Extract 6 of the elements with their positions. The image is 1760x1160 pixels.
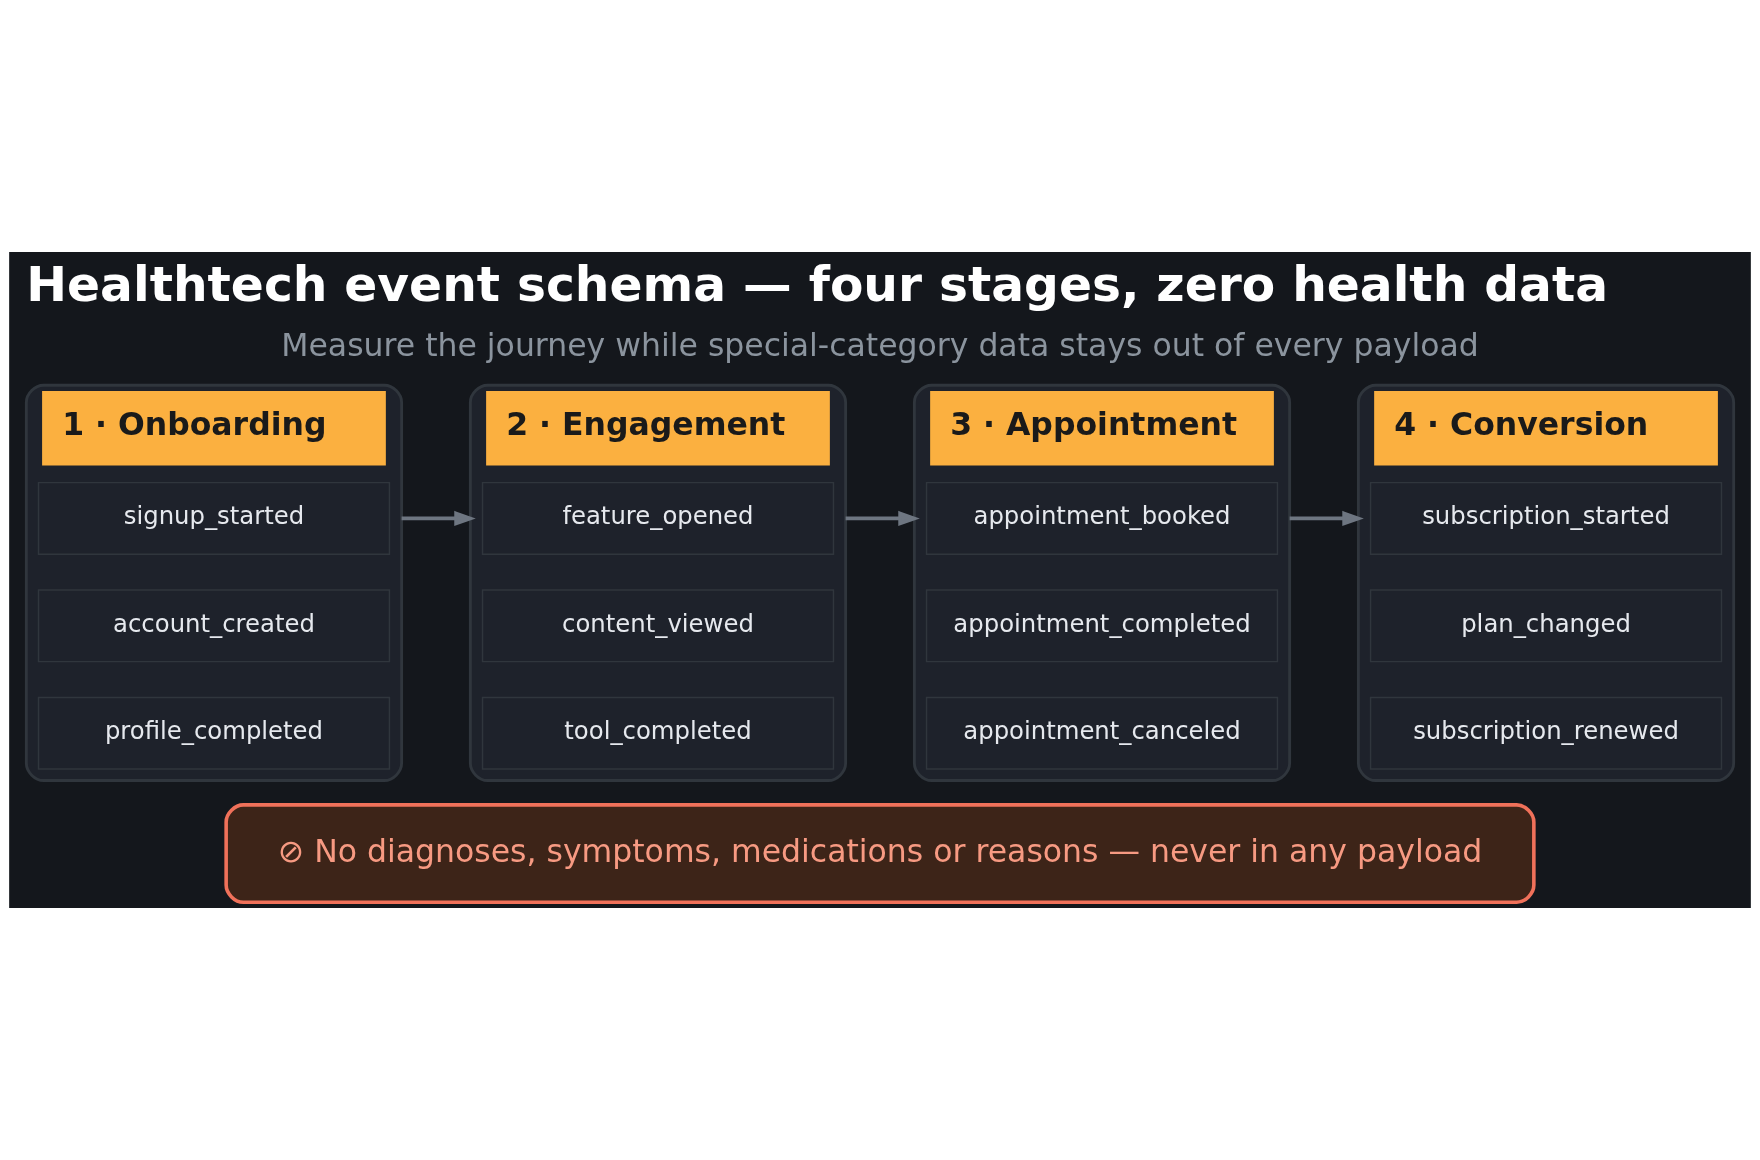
arrow [845, 510, 920, 526]
node-box: ⊘ No diagnoses, symptoms, medications or reasons — never in any payload [224, 803, 1536, 905]
label: Measure the journey while special-category data stays out of every payload [281, 326, 1479, 363]
diagram-title: Healthtech event schema — four stages, zero health data [26, 255, 1609, 312]
arrow [401, 510, 476, 526]
arrow [1289, 510, 1364, 526]
